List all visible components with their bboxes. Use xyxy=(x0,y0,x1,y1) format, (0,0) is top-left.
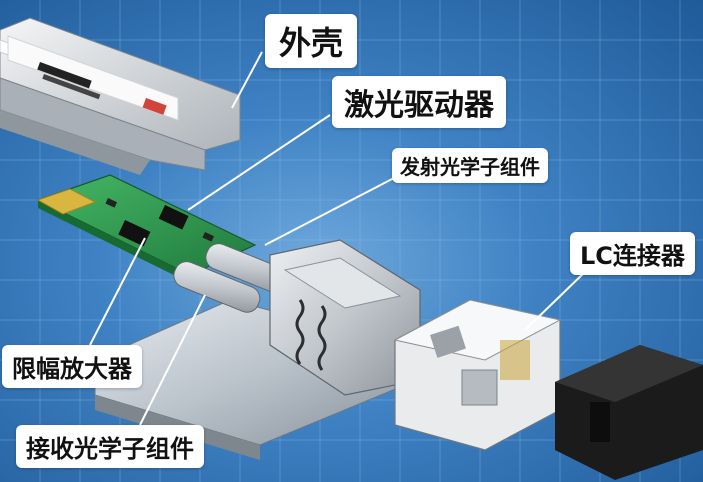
label-laser-driver: 激光驱动器 xyxy=(332,76,506,128)
label-limiting-amplifier: 限幅放大器 xyxy=(2,345,142,388)
label-shell: 外壳 xyxy=(265,14,357,68)
label-tosa: 发射光学子组件 xyxy=(392,148,548,183)
label-rosa: 接收光学子组件 xyxy=(16,425,204,468)
label-lc-connector: LC连接器 xyxy=(570,232,695,275)
top-shell xyxy=(0,18,240,175)
lc-plug-black xyxy=(555,345,703,480)
